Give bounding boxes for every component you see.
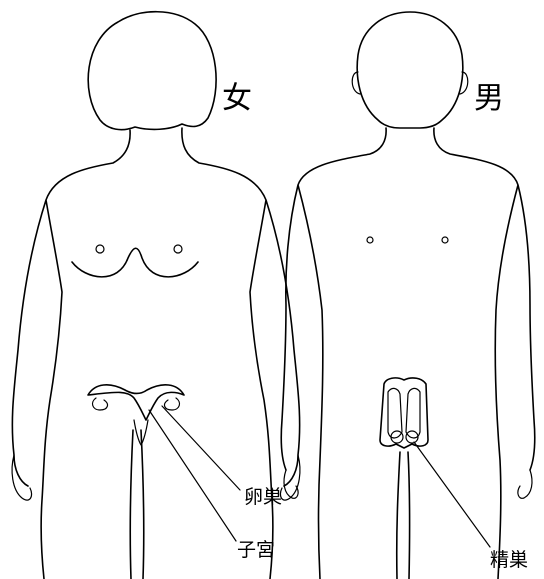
female-label: 女	[222, 81, 252, 116]
ovary-right	[165, 398, 180, 410]
male-body-outline	[281, 128, 535, 579]
testis-organ-inner	[388, 388, 420, 438]
testis-leader-line	[414, 442, 490, 547]
female-head	[88, 12, 216, 130]
uterus-leader-line	[149, 410, 236, 541]
uterus-label: 子宮	[237, 539, 275, 561]
male-ears	[352, 72, 468, 94]
male-nipple-right	[442, 237, 448, 243]
female-nipple-right	[174, 245, 182, 253]
female-legs	[130, 430, 144, 579]
male-nipple-left	[367, 237, 373, 243]
female-nipple-left	[96, 245, 104, 253]
testis-organ-outer	[380, 378, 428, 448]
male-label: 男	[474, 81, 504, 116]
male-right-hand	[518, 470, 532, 498]
male-head	[357, 12, 463, 128]
female-body-outline	[12, 128, 299, 579]
male-legs	[397, 452, 410, 579]
testis-label: 精巣	[490, 549, 528, 571]
ovary-left	[93, 398, 108, 410]
ovary-label: 卵巣	[244, 486, 282, 508]
